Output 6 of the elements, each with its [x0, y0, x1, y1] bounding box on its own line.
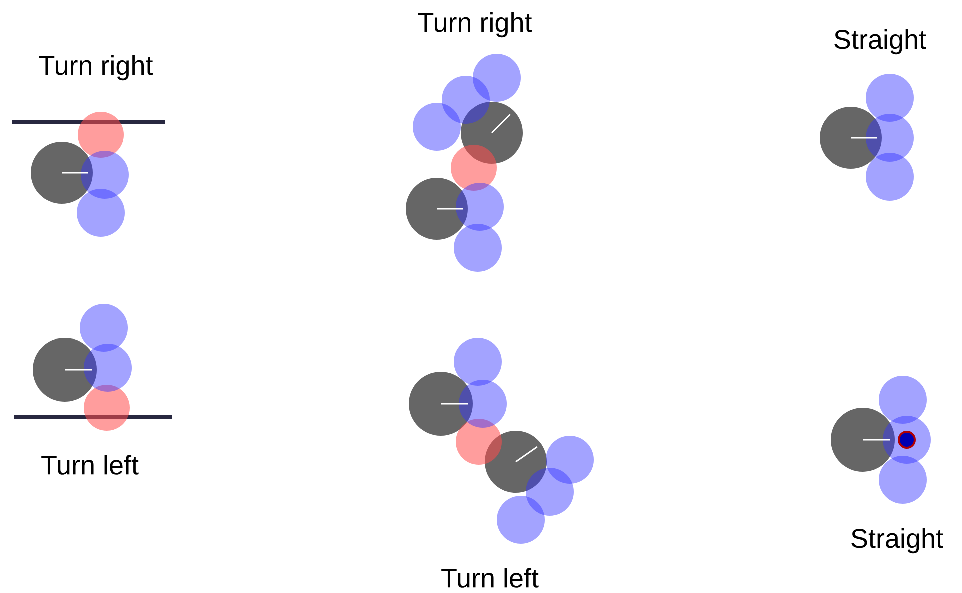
label: Turn left — [442, 568, 539, 588]
label: Turn right — [418, 12, 532, 38]
label: Straight — [852, 528, 944, 554]
label: Straight — [834, 29, 926, 55]
label: Turn right — [39, 55, 154, 81]
label: Turn left — [42, 455, 139, 475]
